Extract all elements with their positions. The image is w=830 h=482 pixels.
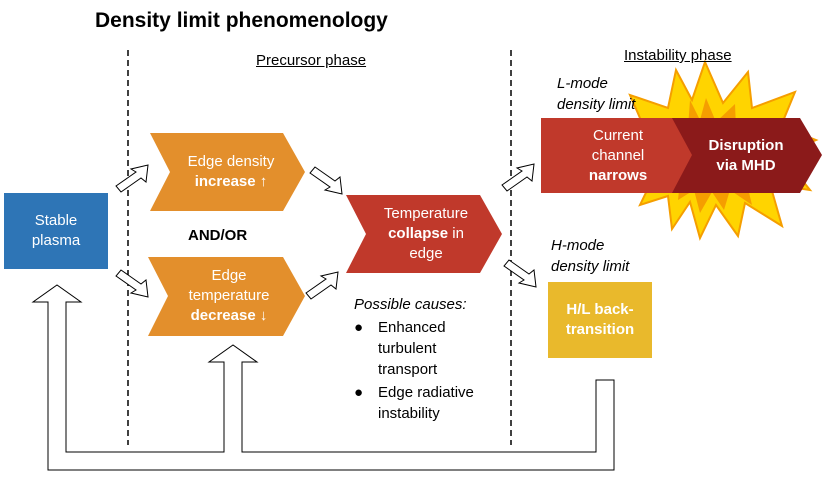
- possible-causes: Possible causes: ● Enhanced turbulent tr…: [354, 294, 474, 424]
- possible-causes-title: Possible causes:: [354, 296, 467, 313]
- arrow-temperature-to-collapse: [305, 271, 339, 300]
- bullet-icon: ●: [354, 384, 364, 401]
- cause-item: ● Edge radiative instability: [354, 384, 474, 422]
- precursor-phase-label: Precursor phase: [256, 52, 367, 69]
- hl-transition-text: H/L back- transition: [565, 301, 635, 338]
- disruption-text: Disruption via MHD: [708, 137, 784, 174]
- disruption-shape: [672, 118, 822, 193]
- arrow-stable-to-density: [115, 164, 149, 193]
- page-title: Density limit phenomenology: [95, 9, 388, 32]
- bullet-icon: ●: [354, 319, 364, 336]
- and-or-label: AND/OR: [188, 227, 248, 244]
- arrow-stable-to-temperature: [115, 269, 149, 298]
- feedback-loop-arrow: [31, 284, 615, 471]
- instability-phase-label: Instability phase: [624, 47, 732, 64]
- temp-collapse-shape: [346, 195, 502, 273]
- arrow-collapse-to-hl: [503, 259, 537, 288]
- lmode-label: L-mode density limit: [557, 75, 636, 113]
- cause-item: ● Enhanced turbulent transport: [354, 319, 446, 378]
- current-channel-shape: [541, 118, 698, 193]
- hl-transition-box: [548, 282, 652, 358]
- edge-density-text: Edge density increase ↑: [187, 153, 275, 190]
- temp-collapse-text: Temperature collapse in edge: [383, 205, 469, 262]
- arrow-density-to-collapse: [309, 166, 343, 195]
- edge-temperature-text: Edge temperature decrease ↓: [188, 267, 270, 324]
- stable-plasma-box: [4, 193, 108, 269]
- stable-plasma-text: Stable plasma: [31, 212, 81, 249]
- edge-temperature-shape: [148, 257, 305, 336]
- hmode-label: H-mode density limit: [551, 237, 630, 275]
- arrow-collapse-to-current: [501, 163, 535, 192]
- edge-density-shape: [150, 133, 305, 211]
- current-channel-text: Current channel narrows: [588, 127, 648, 184]
